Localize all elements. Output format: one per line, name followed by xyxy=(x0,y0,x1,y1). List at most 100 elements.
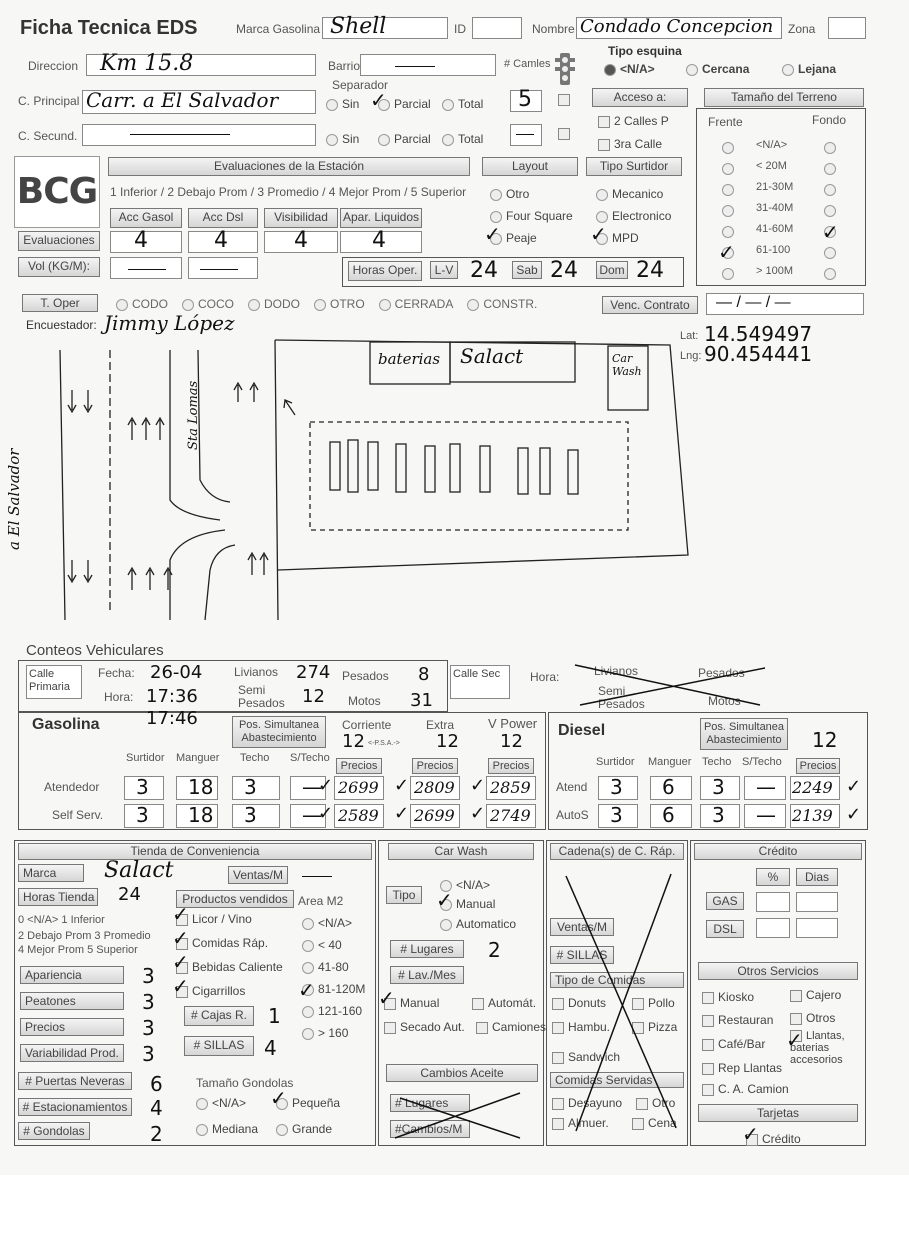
venc-contrato-field[interactable] xyxy=(706,293,864,315)
zona-field[interactable] xyxy=(828,17,866,39)
tipo-donuts[interactable]: Donuts xyxy=(552,996,606,1010)
area-option[interactable]: 81-120M xyxy=(302,982,365,996)
cw-tipo-na[interactable]: <N/A> xyxy=(440,878,490,892)
dsl-price-field[interactable] xyxy=(790,804,840,828)
tipo-sandwich[interactable]: Sandwich xyxy=(552,1050,620,1064)
layout-foursquare[interactable]: Four Square xyxy=(490,209,573,223)
gond-na[interactable]: <N/A> xyxy=(196,1096,246,1110)
puertas-label[interactable]: # Puertas Neveras xyxy=(18,1072,132,1090)
cajas-label[interactable]: # Cajas R. xyxy=(184,1006,254,1026)
cambios-aceite-title[interactable]: Cambios Aceite xyxy=(386,1064,538,1082)
sep-principal-parcial[interactable]: Parcial xyxy=(378,97,431,111)
sab-label[interactable]: Sab xyxy=(512,261,542,279)
cw-opt-manual[interactable]: Manual xyxy=(384,996,439,1010)
tipo-hambu[interactable]: Hambu. xyxy=(552,1020,610,1034)
fondo-radio-icon[interactable] xyxy=(824,163,836,175)
fondo-radio-icon[interactable] xyxy=(824,247,836,259)
gas-stecho-field[interactable] xyxy=(290,776,326,800)
gas-price-field[interactable] xyxy=(486,776,536,800)
esquina-na[interactable]: <N/A> xyxy=(604,62,655,76)
layout-otro[interactable]: Otro xyxy=(490,187,529,201)
row-evaluaciones[interactable]: Evaluaciones xyxy=(18,231,100,251)
frente-radio-icon[interactable] xyxy=(722,268,734,280)
gas-stecho-field[interactable] xyxy=(290,804,326,828)
dsl-surtidor-field[interactable] xyxy=(598,776,638,800)
tarjeta-credito[interactable]: Crédito xyxy=(746,1132,801,1146)
barrio-field[interactable] xyxy=(360,54,496,76)
fondo-radio-icon[interactable] xyxy=(824,226,836,238)
fondo-radio-icon[interactable] xyxy=(824,205,836,217)
evaluaciones-title[interactable]: Evaluaciones de la Estación xyxy=(108,157,470,176)
cw-tipo-manual[interactable]: Manual xyxy=(440,897,495,911)
frente-radio-icon[interactable] xyxy=(722,226,734,238)
eval-field[interactable] xyxy=(340,231,422,253)
gas-price-field[interactable] xyxy=(334,804,384,828)
sep-secund-parcial[interactable]: Parcial xyxy=(378,132,431,146)
frente-radio-icon[interactable] xyxy=(722,142,734,154)
dsl-stecho-field[interactable] xyxy=(744,804,786,828)
tamano-terreno-button[interactable]: Tamaño del Terreno xyxy=(704,88,864,107)
frente-radio-icon[interactable] xyxy=(722,205,734,217)
t-oper-option[interactable]: CODO xyxy=(116,297,168,311)
producto-item[interactable]: Licor / Vino xyxy=(176,912,252,926)
area-option[interactable]: > 160 xyxy=(302,1026,348,1040)
eval-field[interactable] xyxy=(188,231,258,253)
camiles-principal-field[interactable] xyxy=(510,90,542,112)
layout-peaje[interactable]: Peaje xyxy=(490,231,537,245)
carwash-tipo-label[interactable]: Tipo xyxy=(386,886,422,904)
camiles-secund-field[interactable] xyxy=(510,124,542,146)
tipo-surtidor-button[interactable]: Tipo Surtidor xyxy=(586,157,682,176)
estac-label[interactable]: # Estacionamientos xyxy=(18,1098,132,1116)
producto-item[interactable]: Comidas Ráp. xyxy=(176,936,268,950)
dsl-stecho-field[interactable] xyxy=(744,776,786,800)
surtidor-electronico[interactable]: Electronico xyxy=(596,209,671,223)
frente-radio-icon[interactable] xyxy=(722,184,734,196)
horas-oper-button[interactable]: Horas Oper. xyxy=(348,261,422,281)
credito-dias[interactable]: Dias xyxy=(796,868,838,886)
tienda-title[interactable]: Tienda de Conveniencia xyxy=(18,843,372,860)
aceite-lugares-label[interactable]: # Lugares xyxy=(390,1094,470,1112)
gas-precios-2[interactable]: Precios xyxy=(412,758,458,774)
tipo-pollo[interactable]: Pollo xyxy=(632,996,675,1010)
rating-label[interactable]: Precios xyxy=(20,1018,124,1036)
layout-button[interactable]: Layout xyxy=(482,157,578,176)
t-oper-option[interactable]: CERRADA xyxy=(378,297,453,311)
producto-item[interactable]: Cigarrillos xyxy=(176,984,245,998)
sep-principal-sin[interactable]: Sin xyxy=(326,97,359,111)
c-principal-field[interactable] xyxy=(82,90,316,114)
sep-secund-total[interactable]: Total xyxy=(442,132,483,146)
otros-cafe[interactable]: Café/Bar xyxy=(702,1037,765,1051)
credito-dsl-dias-field[interactable] xyxy=(796,918,838,938)
gas-price-field[interactable] xyxy=(410,776,460,800)
cadena-title[interactable]: Cadena(s) de C. Ráp. xyxy=(550,843,684,860)
t-oper-button[interactable]: T. Oper xyxy=(22,294,98,312)
gas-price-field[interactable] xyxy=(410,804,460,828)
gondolas-label[interactable]: # Gondolas xyxy=(18,1122,90,1140)
tarjetas-title[interactable]: Tarjetas xyxy=(698,1104,858,1122)
otros-llantas[interactable]: Llantas, baterias accesorios xyxy=(790,1030,845,1067)
cw-lav-label[interactable]: # Lav./Mes xyxy=(390,966,464,984)
fondo-radio-icon[interactable] xyxy=(824,268,836,280)
tipo-pizza[interactable]: Pizza xyxy=(632,1020,677,1034)
cw-opt-secado[interactable]: Secado Aut. xyxy=(384,1020,465,1034)
sillas-label[interactable]: # SILLAS xyxy=(184,1036,254,1056)
gas-surtidor-field[interactable] xyxy=(124,776,164,800)
checkbox-icon[interactable] xyxy=(558,94,570,106)
dsl-price-field[interactable] xyxy=(790,776,840,800)
credito-dsl-pct-field[interactable] xyxy=(756,918,790,938)
cw-opt-auto[interactable]: Automát. xyxy=(472,996,536,1010)
dom-label[interactable]: Dom xyxy=(596,261,628,279)
credito-title[interactable]: Crédito xyxy=(694,843,862,860)
gond-pequena[interactable]: Pequeña xyxy=(276,1096,340,1110)
t-oper-option[interactable]: CONSTR. xyxy=(467,297,537,311)
cw-tipo-auto[interactable]: Automatico xyxy=(440,917,516,931)
servida-desayuno[interactable]: Desayuno xyxy=(552,1096,622,1110)
dsl-techo-field[interactable] xyxy=(700,776,740,800)
rating-label[interactable]: Apariencia xyxy=(20,966,124,984)
credito-dsl[interactable]: DSL xyxy=(706,920,744,938)
gas-surtidor-field[interactable] xyxy=(124,804,164,828)
gas-precios-3[interactable]: Precios xyxy=(488,758,534,774)
productos-vendidos-button[interactable]: Productos vendidos xyxy=(176,890,294,908)
gas-manguer-field[interactable] xyxy=(176,776,218,800)
area-option[interactable]: <N/A> xyxy=(302,916,352,930)
